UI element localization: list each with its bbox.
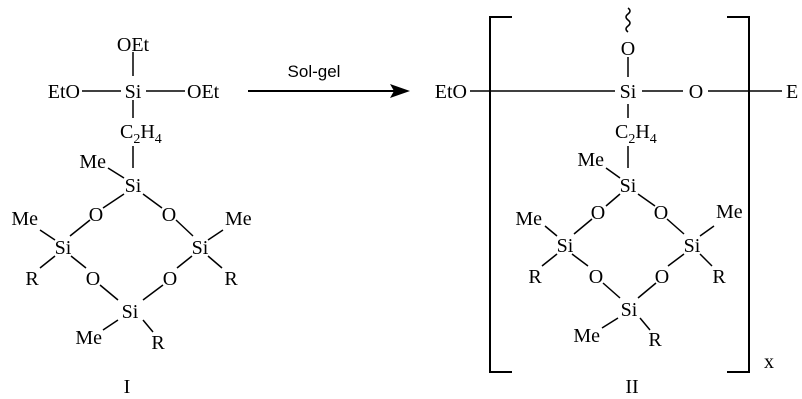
bond-o-bottom-right-si-bottom (142, 284, 164, 301)
atom-me-top: Me (577, 149, 604, 171)
wavy-bond-icon (625, 7, 631, 33)
atom-eto-left: EtO (48, 81, 80, 103)
group-c2h4: C2H4 (615, 121, 657, 147)
atom-r-right: R (712, 266, 726, 288)
atom-si-bottom: Si (122, 301, 139, 323)
atom-me-left: Me (515, 208, 542, 230)
atom-si-alkoxy: Si (620, 81, 637, 103)
atom-r-left: R (25, 268, 39, 290)
bond-si-bottom-me (102, 319, 119, 331)
si-alkoxy-bg (615, 78, 642, 104)
atom-r-right: R (224, 268, 238, 290)
bond-me-si-right (207, 229, 224, 241)
bond-o-bottom-right-si-bottom (637, 282, 657, 299)
bond-o-bottom-left-si-bottom (99, 284, 119, 301)
eto-bg (420, 78, 468, 104)
atom-oet-right: OEt (187, 81, 220, 103)
atom-o-bottom-right: O (655, 266, 669, 288)
bond-me-si-right (699, 225, 715, 237)
atom-me-right: Me (716, 201, 743, 223)
bond-si-top-o-right (637, 193, 656, 207)
bond-si-left-r (39, 255, 56, 269)
bond-si-bottom-r (639, 317, 651, 331)
bond-o-left-si-left (573, 218, 593, 235)
group-c2h4: C2H4 (120, 121, 162, 147)
atom-r-left: R (528, 266, 542, 288)
bond-si-bottom-me (601, 317, 619, 329)
bond-si-left-o-bottom (70, 255, 87, 269)
atom-oet-top: OEt (117, 34, 150, 56)
atom-r-bottom: R (151, 332, 165, 354)
reaction-arrow: Sol-gel (248, 62, 410, 98)
atom-me-top: Me (79, 151, 106, 173)
arrow-label: Sol-gel (288, 62, 341, 81)
bond-si-top-o-right (142, 193, 163, 209)
atom-o-bottom-left: O (589, 266, 603, 288)
bond-o-bottom-left-si-bottom (602, 282, 621, 299)
atom-si-left: Si (557, 235, 574, 257)
atom-o-backbone: O (689, 81, 703, 103)
bond-si-right-r (699, 253, 713, 267)
atom-si-top: Si (620, 175, 637, 197)
atom-o-left: O (89, 204, 103, 226)
bond-si-right-r (207, 255, 223, 269)
compound-ii: x EtO O Si O E C2H4 Me (420, 7, 798, 398)
atom-o-right: O (162, 204, 176, 226)
atom-si-right: Si (684, 235, 701, 257)
bond-o-right-si-right (666, 218, 685, 235)
atom-o-top: O (621, 38, 635, 60)
atom-me-bottom: Me (573, 325, 600, 347)
o-backbone-bg (684, 78, 707, 104)
atom-o-bottom-right: O (163, 268, 177, 290)
bond-si-bottom-r (142, 319, 154, 333)
compound-i: OEt EtO Si OEt C2H4 Me Si O O Me Me Si S… (11, 34, 251, 398)
atom-si-bottom: Si (621, 299, 638, 321)
repeat-bracket-right (727, 16, 750, 373)
atom-si-alkoxy: Si (125, 81, 142, 103)
atom-si-top: Si (125, 175, 142, 197)
repeat-bracket-left (489, 16, 512, 373)
atom-me-left: Me (11, 208, 38, 230)
atom-me-bottom: Me (75, 327, 102, 349)
bond-me-si-top (605, 167, 621, 179)
bond-o-left-si-left (69, 219, 91, 237)
atom-o-bottom-left: O (86, 268, 100, 290)
bond-si-right-o-bottom (176, 255, 193, 269)
bond-me-si-top (107, 167, 125, 179)
bond-me-si-left (544, 225, 558, 237)
bond-si-top-o-left (605, 193, 621, 207)
atom-r-bottom: R (648, 329, 662, 351)
atom-o-left: O (591, 202, 605, 224)
bond-me-si-left (39, 229, 56, 241)
repeat-subscript: x (764, 351, 774, 373)
bond-si-left-r (541, 253, 558, 267)
bond-o-right-si-right (175, 219, 194, 237)
atom-et-cut: E (786, 81, 798, 103)
atom-eto: EtO (435, 81, 467, 103)
compound-i-label: I (124, 376, 131, 398)
atom-o-right: O (654, 202, 668, 224)
compound-ii-label: II (625, 376, 638, 398)
bond-si-top-o-left (102, 193, 125, 209)
arrow-head-icon (390, 84, 410, 98)
atom-si-right: Si (192, 237, 209, 259)
atom-me-right: Me (225, 208, 252, 230)
bond-si-right-o-bottom (667, 253, 685, 267)
atom-si-left: Si (55, 237, 72, 259)
bond-si-left-o-bottom (571, 253, 589, 267)
